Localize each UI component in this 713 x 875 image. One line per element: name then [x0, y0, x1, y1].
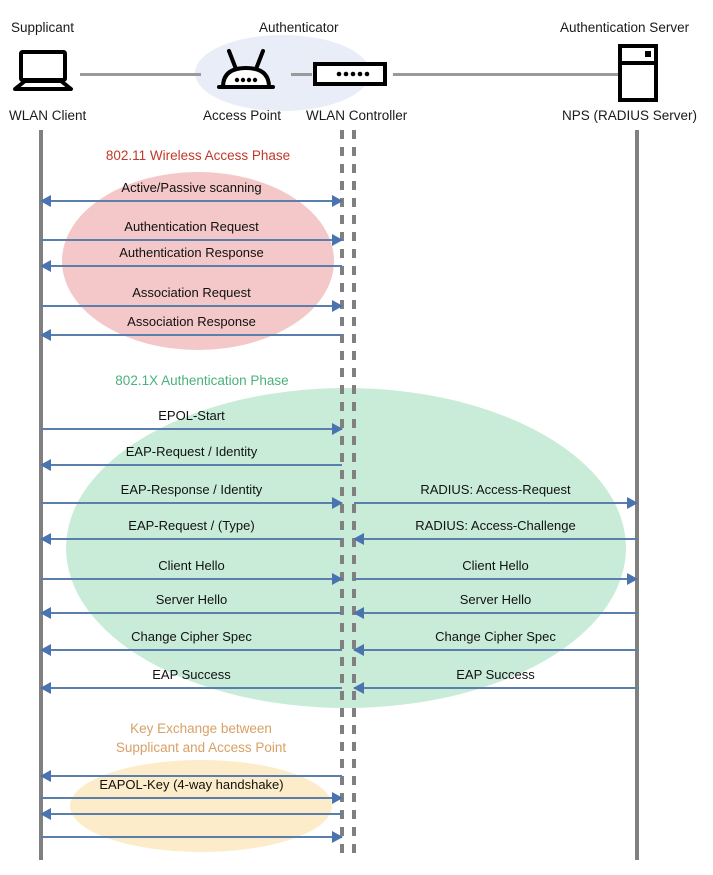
arrow-head-left	[40, 607, 51, 619]
arrow-shaft	[354, 649, 637, 651]
access-point-icon	[215, 47, 277, 98]
arrow-head-left	[40, 195, 51, 207]
actor-role-auth-server: Authentication Server	[560, 20, 690, 35]
arrow-shaft	[41, 305, 342, 307]
arrow-head-right	[332, 234, 343, 246]
arrow-shaft	[41, 578, 342, 580]
lifeline-wlan-controller	[352, 130, 356, 860]
link-ap-controller	[291, 73, 312, 76]
message-label: RADIUS: Access-Request	[420, 482, 571, 497]
message-label: EAP Success	[152, 667, 231, 682]
arrow-shaft	[41, 464, 342, 466]
arrow-shaft	[41, 649, 342, 651]
phase-ellipse-dot1x	[66, 388, 626, 708]
message-label: Change Cipher Spec	[435, 629, 556, 644]
phase-label-dot1x: 802.1X Authentication Phase	[115, 373, 289, 388]
message-label: Association Request	[132, 285, 251, 300]
message-label: Server Hello	[155, 592, 228, 607]
arrow-head-right	[332, 300, 343, 312]
phase-label-key-exchange: Key Exchange between Supplicant and Acce…	[115, 721, 287, 755]
arrow-head-right	[332, 423, 343, 435]
arrow-head-left	[353, 682, 364, 694]
arrow-head-left	[40, 682, 51, 694]
phase-label-wireless-access: 802.11 Wireless Access Phase	[105, 148, 291, 163]
arrow-shaft	[41, 502, 342, 504]
arrow-shaft	[41, 775, 342, 777]
arrow-shaft	[41, 813, 342, 815]
arrow-head-right	[332, 195, 343, 207]
phase-ellipse-key-exchange	[70, 760, 332, 852]
actor-device-ap: Access Point	[203, 108, 282, 123]
arrow-head-left	[353, 533, 364, 545]
message-label: Client Hello	[462, 558, 529, 573]
arrow-head-left	[40, 260, 51, 272]
lifeline-auth-server	[635, 130, 639, 860]
message-label: EAP-Response / Identity	[120, 482, 263, 497]
arrow-shaft	[354, 687, 637, 689]
arrow-head-left	[40, 459, 51, 471]
arrow-head-right	[332, 831, 343, 843]
arrow-shaft	[41, 797, 342, 799]
laptop-icon	[12, 50, 74, 97]
actor-device-nps: NPS (RADIUS Server)	[562, 108, 698, 123]
message-label: Client Hello	[158, 558, 225, 573]
message-label: EAP Success	[456, 667, 535, 682]
server-icon	[618, 44, 658, 107]
message-label: EPOL-Start	[158, 408, 225, 423]
arrow-shaft	[41, 239, 342, 241]
arrow-shaft	[41, 265, 342, 267]
lifeline-authenticator-ap	[340, 130, 344, 860]
link-client-ap	[80, 73, 201, 76]
actor-role-authenticator: Authenticator	[259, 20, 339, 35]
arrow-head-left	[40, 808, 51, 820]
arrow-shaft	[41, 612, 342, 614]
actor-device-controller: WLAN Controller	[306, 108, 408, 123]
arrow-head-left	[40, 770, 51, 782]
arrow-shaft	[354, 502, 637, 504]
actor-role-supplicant: Supplicant	[11, 20, 75, 35]
message-label: EAPOL-Key (4-way handshake)	[99, 777, 284, 792]
arrow-head-left	[40, 329, 51, 341]
message-label: EAP-Request / Identity	[125, 444, 258, 459]
arrow-head-right	[332, 792, 343, 804]
wlan-controller-icon	[313, 62, 387, 91]
arrow-shaft	[41, 538, 342, 540]
arrow-head-right	[332, 497, 343, 509]
arrow-head-left	[40, 533, 51, 545]
arrow-shaft	[41, 334, 342, 336]
arrow-head-left	[40, 644, 51, 656]
link-controller-server	[393, 73, 618, 76]
arrow-shaft	[41, 836, 342, 838]
arrow-head-right	[332, 573, 343, 585]
lifeline-supplicant	[39, 130, 43, 860]
message-label: RADIUS: Access-Challenge	[415, 518, 576, 533]
arrow-head-left	[353, 607, 364, 619]
message-label: EAP-Request / (Type)	[128, 518, 255, 533]
message-label: Server Hello	[459, 592, 532, 607]
message-label: Authentication Response	[119, 245, 264, 260]
arrow-head-right	[627, 573, 638, 585]
message-label: Change Cipher Spec	[131, 629, 252, 644]
actor-device-client: WLAN Client	[9, 108, 87, 123]
arrow-shaft	[41, 200, 342, 202]
arrow-head-left	[353, 644, 364, 656]
arrow-shaft	[41, 687, 342, 689]
message-label: Active/Passive scanning	[121, 180, 262, 195]
arrow-shaft	[354, 538, 637, 540]
arrow-shaft	[354, 578, 637, 580]
message-label: Association Response	[127, 314, 256, 329]
arrow-head-right	[627, 497, 638, 509]
arrow-shaft	[354, 612, 637, 614]
message-label: Authentication Request	[124, 219, 259, 234]
arrow-shaft	[41, 428, 342, 430]
